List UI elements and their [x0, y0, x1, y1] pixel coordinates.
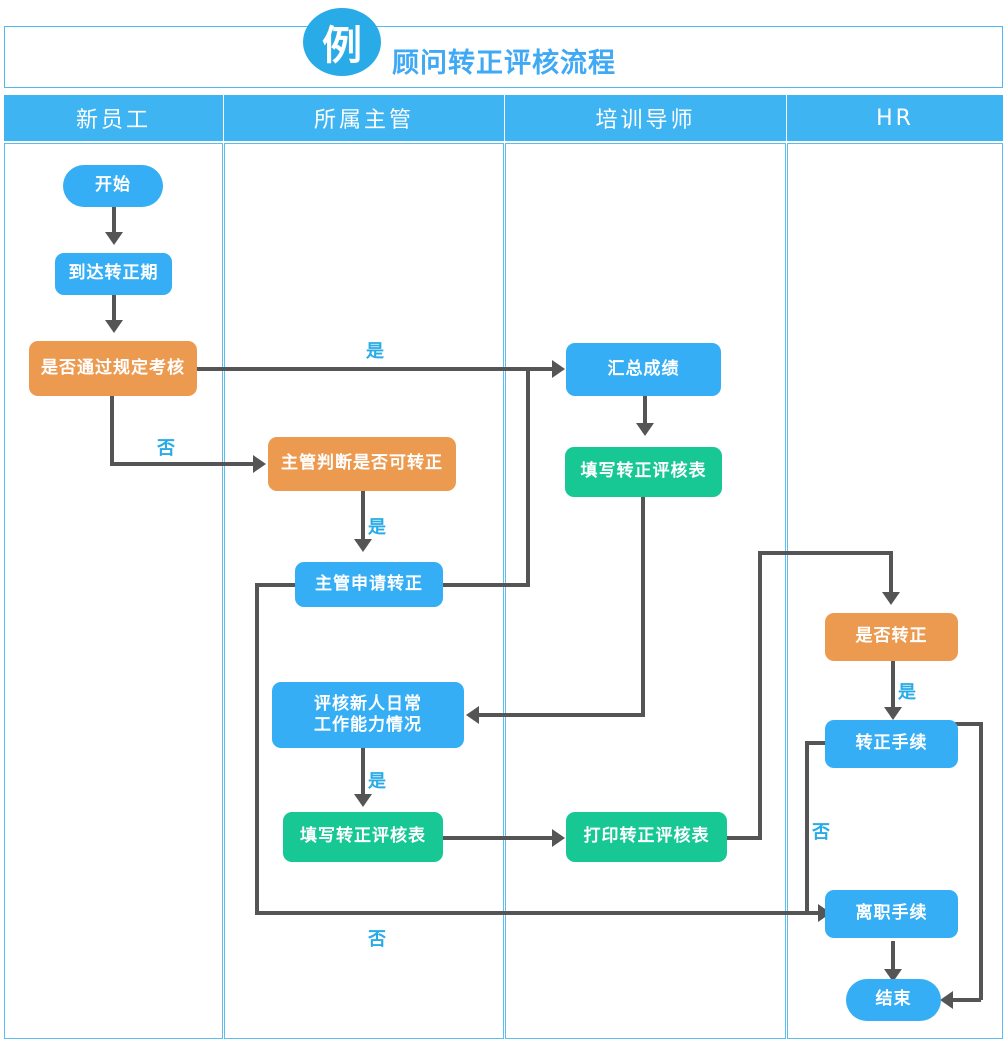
edge-label-exam-yes: 是	[366, 341, 384, 362]
node-reach-regular-date[interactable]: 到达转正期	[55, 253, 172, 295]
edge-label-exam-no: 否	[157, 438, 175, 459]
node-fill-form-supervisor[interactable]: 填写转正评核表	[283, 812, 443, 862]
page-title: 顾问转正评核流程	[392, 48, 616, 79]
node-review-line1: 评核新人日常	[314, 693, 422, 714]
title-band	[4, 26, 1003, 88]
edge-reach-exam-arrow	[105, 320, 123, 333]
edge-fillt-left-arrow	[466, 706, 479, 724]
example-badge-icon: 例	[303, 8, 381, 76]
edge-sum-fill-line	[643, 396, 647, 425]
edge-confirm-no-hline	[805, 741, 829, 745]
edge-apply-no-vline	[255, 583, 259, 913]
edge-reach-exam-line	[112, 295, 116, 322]
edge-regular-end-vline	[979, 722, 983, 1000]
node-pass-exam-decision[interactable]: 是否通过规定考核	[29, 341, 197, 396]
node-fill-form-trainer[interactable]: 填写转正评核表	[565, 447, 722, 497]
edge-fillt-down-line	[641, 497, 645, 716]
edge-apply-right-line	[443, 583, 530, 587]
lane-header-hr: HR	[787, 95, 1003, 141]
node-review-daily-work[interactable]: 评核新人日常 工作能力情况	[272, 682, 464, 748]
edge-sum-fill-arrow	[636, 423, 654, 436]
lane-body-hr	[787, 143, 1003, 1039]
edge-apply-up-line	[526, 367, 530, 587]
edge-start-reach-line	[112, 207, 116, 234]
edge-leave-end-line	[891, 941, 895, 971]
edge-judge-yes-arrow	[354, 539, 372, 552]
edge-label-judge-yes: 是	[368, 517, 386, 538]
lane-header-trainer: 培训导师	[505, 95, 786, 141]
edge-confirm-feed-arrow	[882, 592, 900, 605]
node-leave-procedure[interactable]: 离职手续	[825, 890, 958, 938]
node-print-form[interactable]: 打印转正评核表	[566, 812, 727, 862]
node-review-line2: 工作能力情况	[314, 715, 422, 735]
edge-regular-end-arrow	[940, 991, 953, 1009]
edge-review-yes-line	[361, 748, 365, 796]
edge-print-right-line	[727, 836, 762, 840]
edge-confirm-no-vline	[805, 741, 809, 913]
edge-review-yes-arrow	[354, 794, 372, 807]
edge-print-over-line	[758, 551, 893, 555]
edge-confirm-feed-line	[889, 551, 893, 594]
edge-exam-yes-arrow	[552, 360, 565, 378]
edge-label-review-yes: 是	[368, 771, 386, 792]
node-supervisor-apply[interactable]: 主管申请转正	[295, 562, 443, 607]
edge-fills-print-arrow	[552, 829, 565, 847]
edge-apply-no-hline-bottom	[255, 911, 820, 915]
node-end[interactable]: 结束	[846, 979, 941, 1021]
edge-fillt-left-line	[478, 713, 645, 717]
edge-label-apply-no: 否	[368, 929, 386, 950]
lane-body-trainer	[505, 143, 786, 1039]
edge-confirm-yes-arrow	[884, 707, 902, 720]
edge-confirm-yes-line	[891, 661, 895, 709]
node-summarize-score[interactable]: 汇总成绩	[566, 343, 721, 396]
edge-print-up-line	[758, 551, 762, 840]
edge-start-reach-arrow	[105, 232, 123, 245]
node-start[interactable]: 开始	[63, 165, 163, 207]
edge-regular-end-join	[952, 998, 981, 1002]
edge-regular-end-hline	[955, 722, 983, 726]
edge-exam-no-hline	[110, 462, 257, 466]
edge-apply-no-hline-top	[255, 583, 305, 587]
edge-exam-yes-line	[196, 367, 554, 371]
edge-judge-yes-line	[361, 491, 365, 541]
node-regular-procedure[interactable]: 转正手续	[825, 720, 958, 768]
node-supervisor-judge[interactable]: 主管判断是否可转正	[268, 437, 456, 491]
edge-label-confirm-no: 否	[812, 822, 830, 843]
lane-header-supervisor: 所属主管	[224, 95, 504, 141]
edge-label-confirm-yes: 是	[898, 682, 916, 703]
edge-exam-no-arrow	[253, 455, 266, 473]
edge-fills-print-line	[443, 836, 554, 840]
edge-exam-no-vline	[110, 396, 114, 464]
edge-leave-end-arrow	[884, 969, 902, 982]
lane-header-employee: 新员工	[4, 95, 223, 141]
node-confirm-regular-decision[interactable]: 是否转正	[825, 613, 958, 661]
